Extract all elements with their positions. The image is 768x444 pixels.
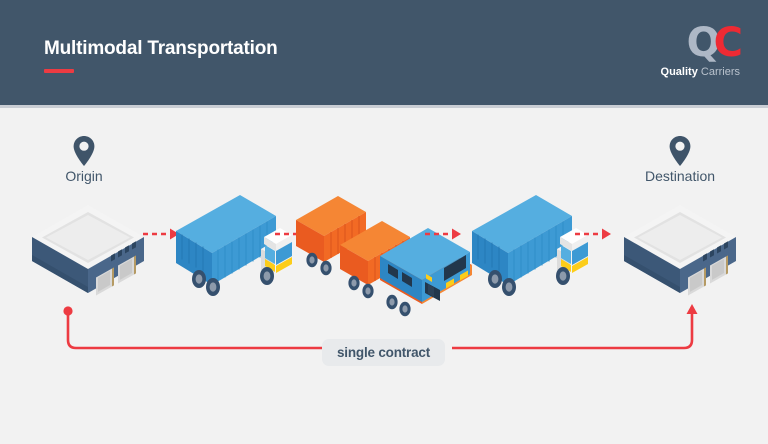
single-contract-badge: single contract (322, 339, 446, 366)
dashed-arrow-right-icon (575, 228, 611, 240)
title-accent-bar (44, 69, 74, 73)
logo-letter-q: Q (686, 20, 721, 66)
logo-word-carriers: Carriers (697, 66, 740, 78)
header-divider (0, 105, 768, 108)
dashed-arrow-3 (424, 226, 464, 247)
brand-logo: QC Quality Carriers (636, 23, 744, 82)
logo-mark: QC (636, 23, 743, 63)
single-contract-connector (63, 304, 698, 350)
origin-label: Origin (65, 168, 103, 184)
map-pin-icon (669, 136, 691, 166)
logo-letter-c: C (713, 20, 743, 66)
destination-warehouse-icon (620, 193, 740, 308)
header-bar: Multimodal Transportation QC Quality Car… (0, 0, 768, 105)
page-title: Multimodal Transportation (44, 38, 278, 59)
origin-warehouse-icon (28, 193, 148, 308)
destination-marker: Destination (620, 135, 740, 184)
truck-icon-leg-1 (168, 193, 296, 314)
dashed-arrow-4 (574, 226, 614, 247)
destination-label: Destination (644, 168, 716, 184)
origin-marker: Origin (24, 135, 144, 184)
map-pin-icon (73, 136, 95, 166)
logo-wordmark: Quality Carriers (636, 66, 740, 79)
train-icon-leg-2 (292, 178, 490, 323)
logo-word-quality: Quality (660, 66, 698, 78)
diagram-stage: Origin (0, 108, 768, 444)
truck-icon-leg-3 (464, 193, 592, 314)
connector-destination-arrowhead (686, 304, 698, 314)
dashed-arrow-1 (142, 226, 182, 247)
connector-origin-dot (63, 306, 73, 316)
title-block: Multimodal Transportation (44, 38, 278, 73)
dashed-arrow-right-icon (425, 228, 461, 240)
dashed-arrow-right-icon (143, 228, 179, 240)
